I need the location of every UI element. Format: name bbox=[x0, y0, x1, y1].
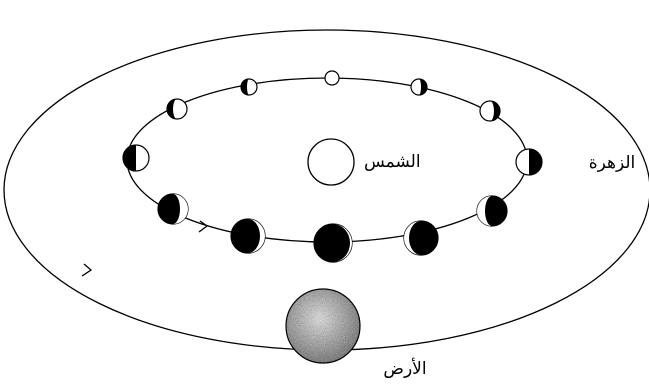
sun bbox=[308, 139, 354, 185]
earth-label: الأرض bbox=[383, 358, 426, 379]
venus-orbit-direction-arrow bbox=[199, 221, 207, 232]
venus-phase-upper-left bbox=[167, 99, 187, 119]
venus-label: الزهرة bbox=[589, 153, 636, 173]
earth-orbit-direction-arrow bbox=[82, 264, 91, 276]
venus-phase-lower-right bbox=[477, 196, 507, 226]
venus-phase-top-left bbox=[241, 79, 257, 95]
venus-phase-lower-left bbox=[158, 194, 188, 224]
venus-phase-bottom-left bbox=[231, 219, 265, 253]
venus-phase-upper-right bbox=[480, 101, 500, 121]
earth bbox=[286, 289, 360, 363]
venus-phase-top-right bbox=[411, 79, 427, 95]
sun-label: الشمس bbox=[364, 152, 421, 172]
venus-phase-half-right bbox=[516, 149, 542, 175]
venus-phase-bottom-right bbox=[404, 221, 438, 255]
venus-phase-half-left bbox=[123, 145, 149, 171]
venus-phase-bottom bbox=[314, 224, 352, 262]
venus-phase-top bbox=[325, 71, 339, 85]
